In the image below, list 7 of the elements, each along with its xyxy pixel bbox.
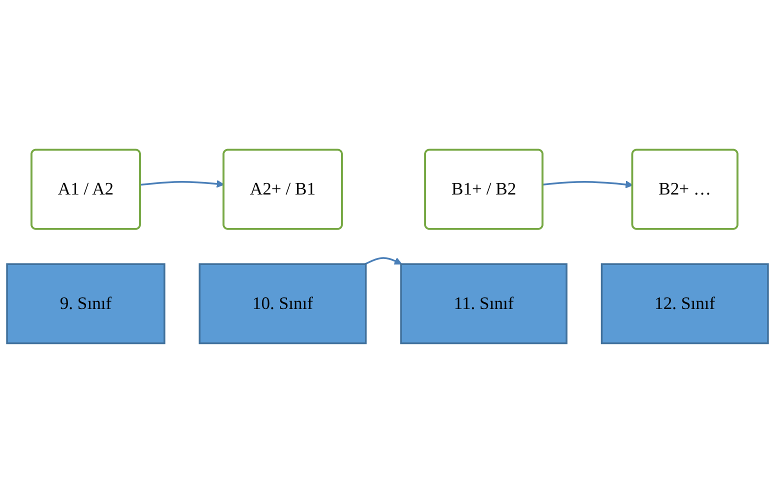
arrow [140,180,224,188]
node-box: 12. Sınıf [600,263,769,344]
node-box: 10. Sınıf [198,263,367,344]
arrow [364,257,402,265]
node-box: 9. Sınıf [6,263,166,344]
arrow [542,180,634,188]
node-box: 11. Sınıf [400,263,568,344]
